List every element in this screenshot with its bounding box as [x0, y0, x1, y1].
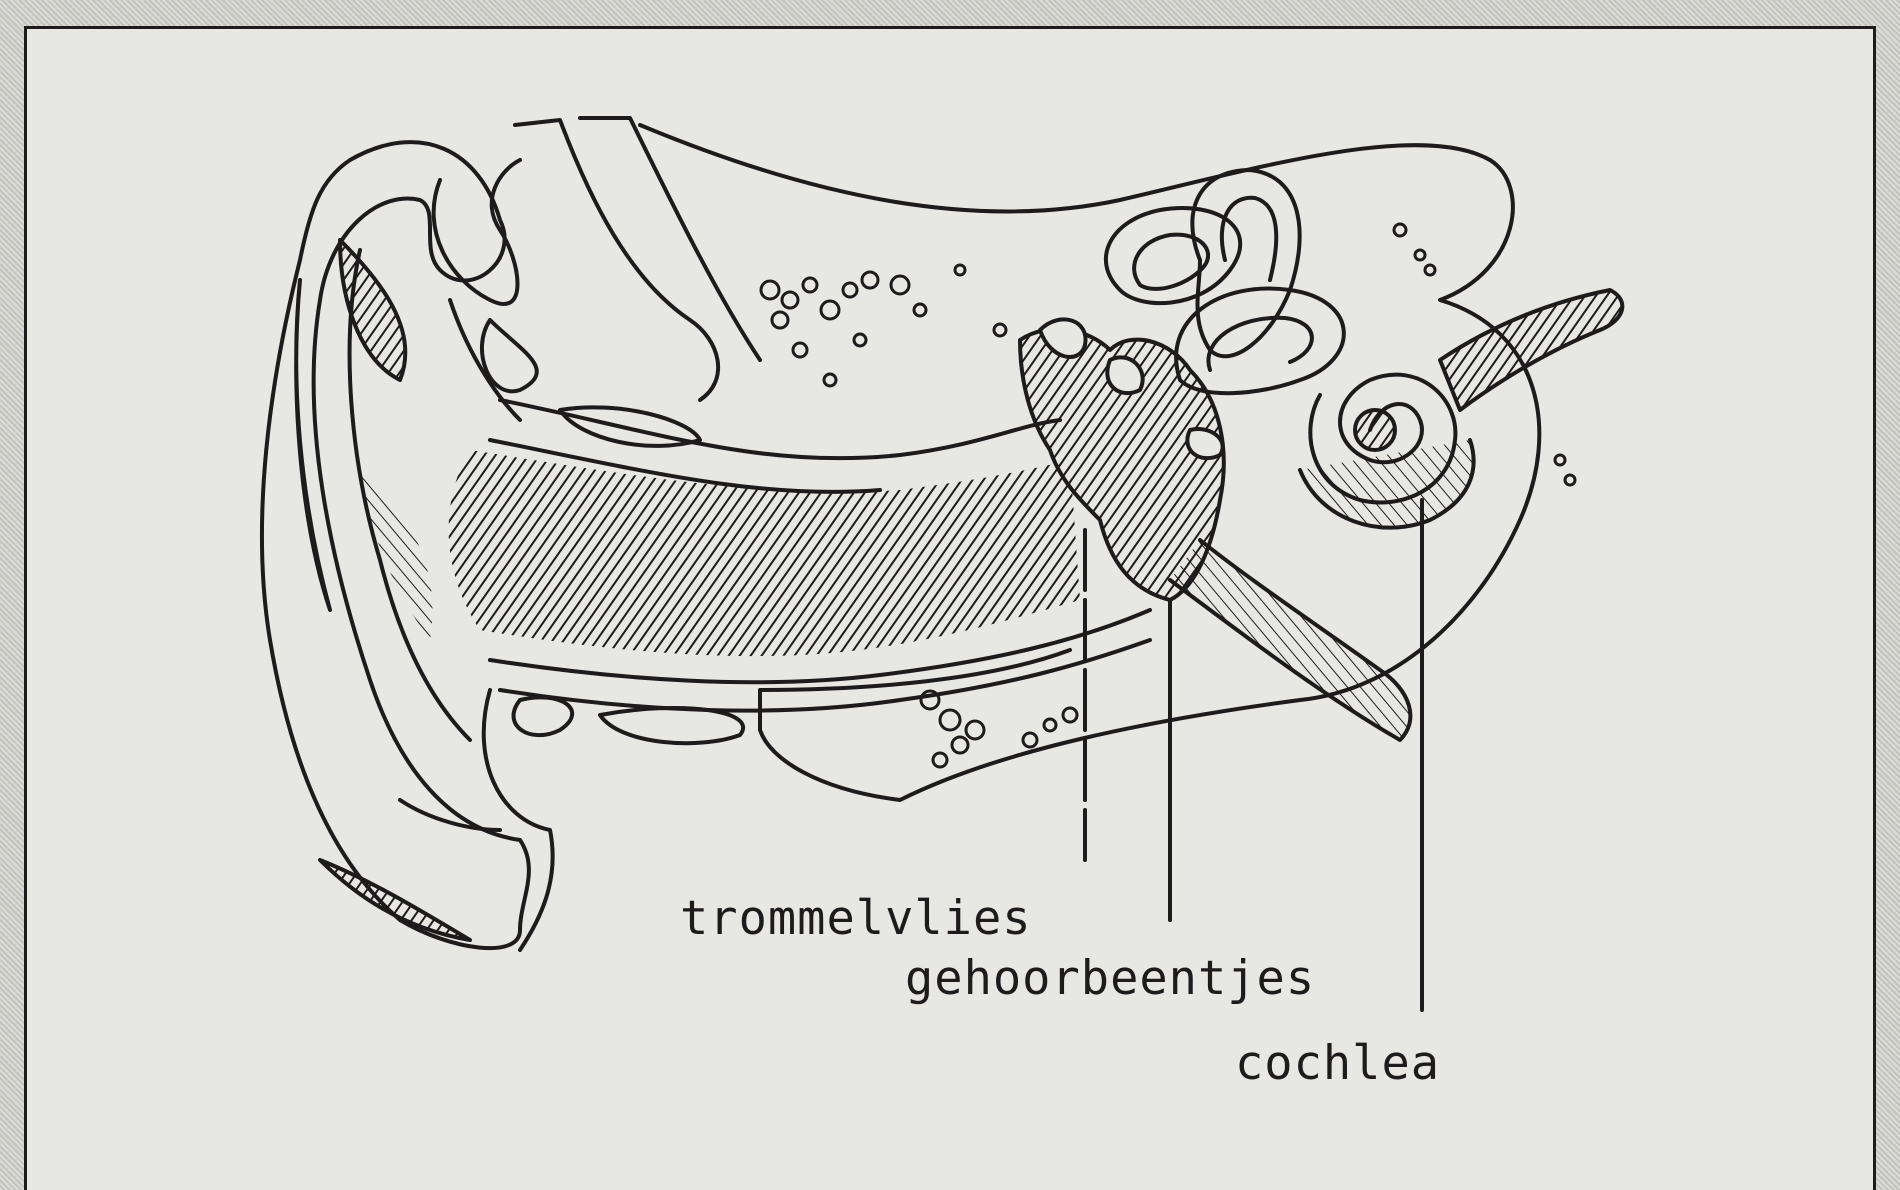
eustachian-tube: [1170, 540, 1410, 740]
semicircular-canal-1: [1106, 208, 1240, 303]
auditory-nerve: [1440, 290, 1622, 410]
label-eardrum: trommelvlies: [680, 895, 1032, 942]
semicircular-canal-3: [1176, 288, 1344, 393]
ear-canal: [449, 450, 1080, 656]
label-ossicles: gehoorbeentjes: [905, 955, 1315, 1002]
label-cochlea: cochlea: [1235, 1040, 1440, 1087]
